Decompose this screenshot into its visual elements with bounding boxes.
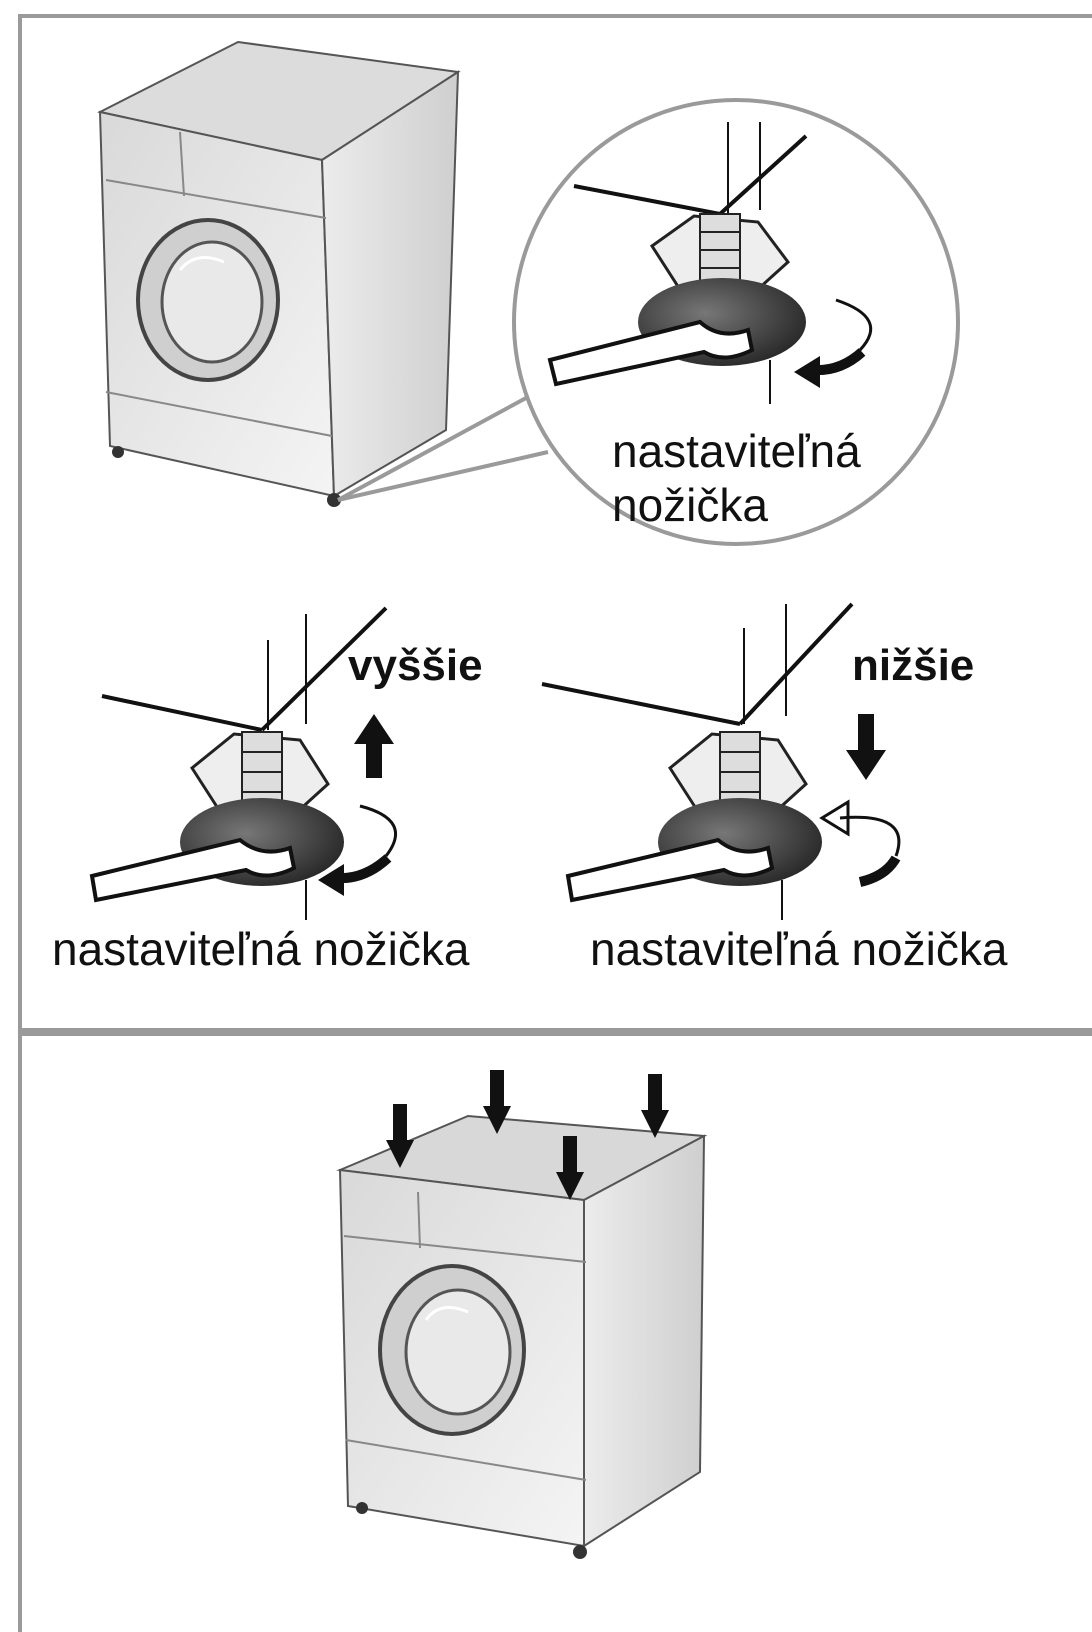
arrow-down-icon bbox=[386, 1104, 414, 1168]
wrench-icon bbox=[547, 319, 755, 387]
wrench-icon bbox=[565, 837, 775, 903]
arrow-down-icon bbox=[641, 1074, 669, 1138]
arrow-down-icon bbox=[846, 714, 886, 780]
callout-label-line2: nožička bbox=[612, 479, 768, 531]
lower-label: nižšie bbox=[852, 641, 975, 690]
raise-label: vyššie bbox=[348, 641, 483, 690]
arrow-down-icon bbox=[556, 1136, 584, 1200]
arrow-down-icon bbox=[483, 1070, 511, 1134]
washing-machine-icon bbox=[97, 40, 461, 507]
foot-label-left: nastaviteľná nožička bbox=[52, 923, 470, 975]
arrow-up-icon bbox=[354, 714, 394, 778]
callout-label-line1: nastaviteľná bbox=[612, 425, 861, 477]
rotate-arrow-icon bbox=[819, 799, 901, 887]
washing-machine-icon bbox=[336, 1114, 708, 1559]
foot-label-right: nastaviteľná nožička bbox=[590, 923, 1008, 975]
rotate-arrow-icon bbox=[794, 298, 873, 388]
wrench-icon bbox=[89, 837, 297, 903]
rotate-arrow-icon bbox=[318, 804, 397, 896]
